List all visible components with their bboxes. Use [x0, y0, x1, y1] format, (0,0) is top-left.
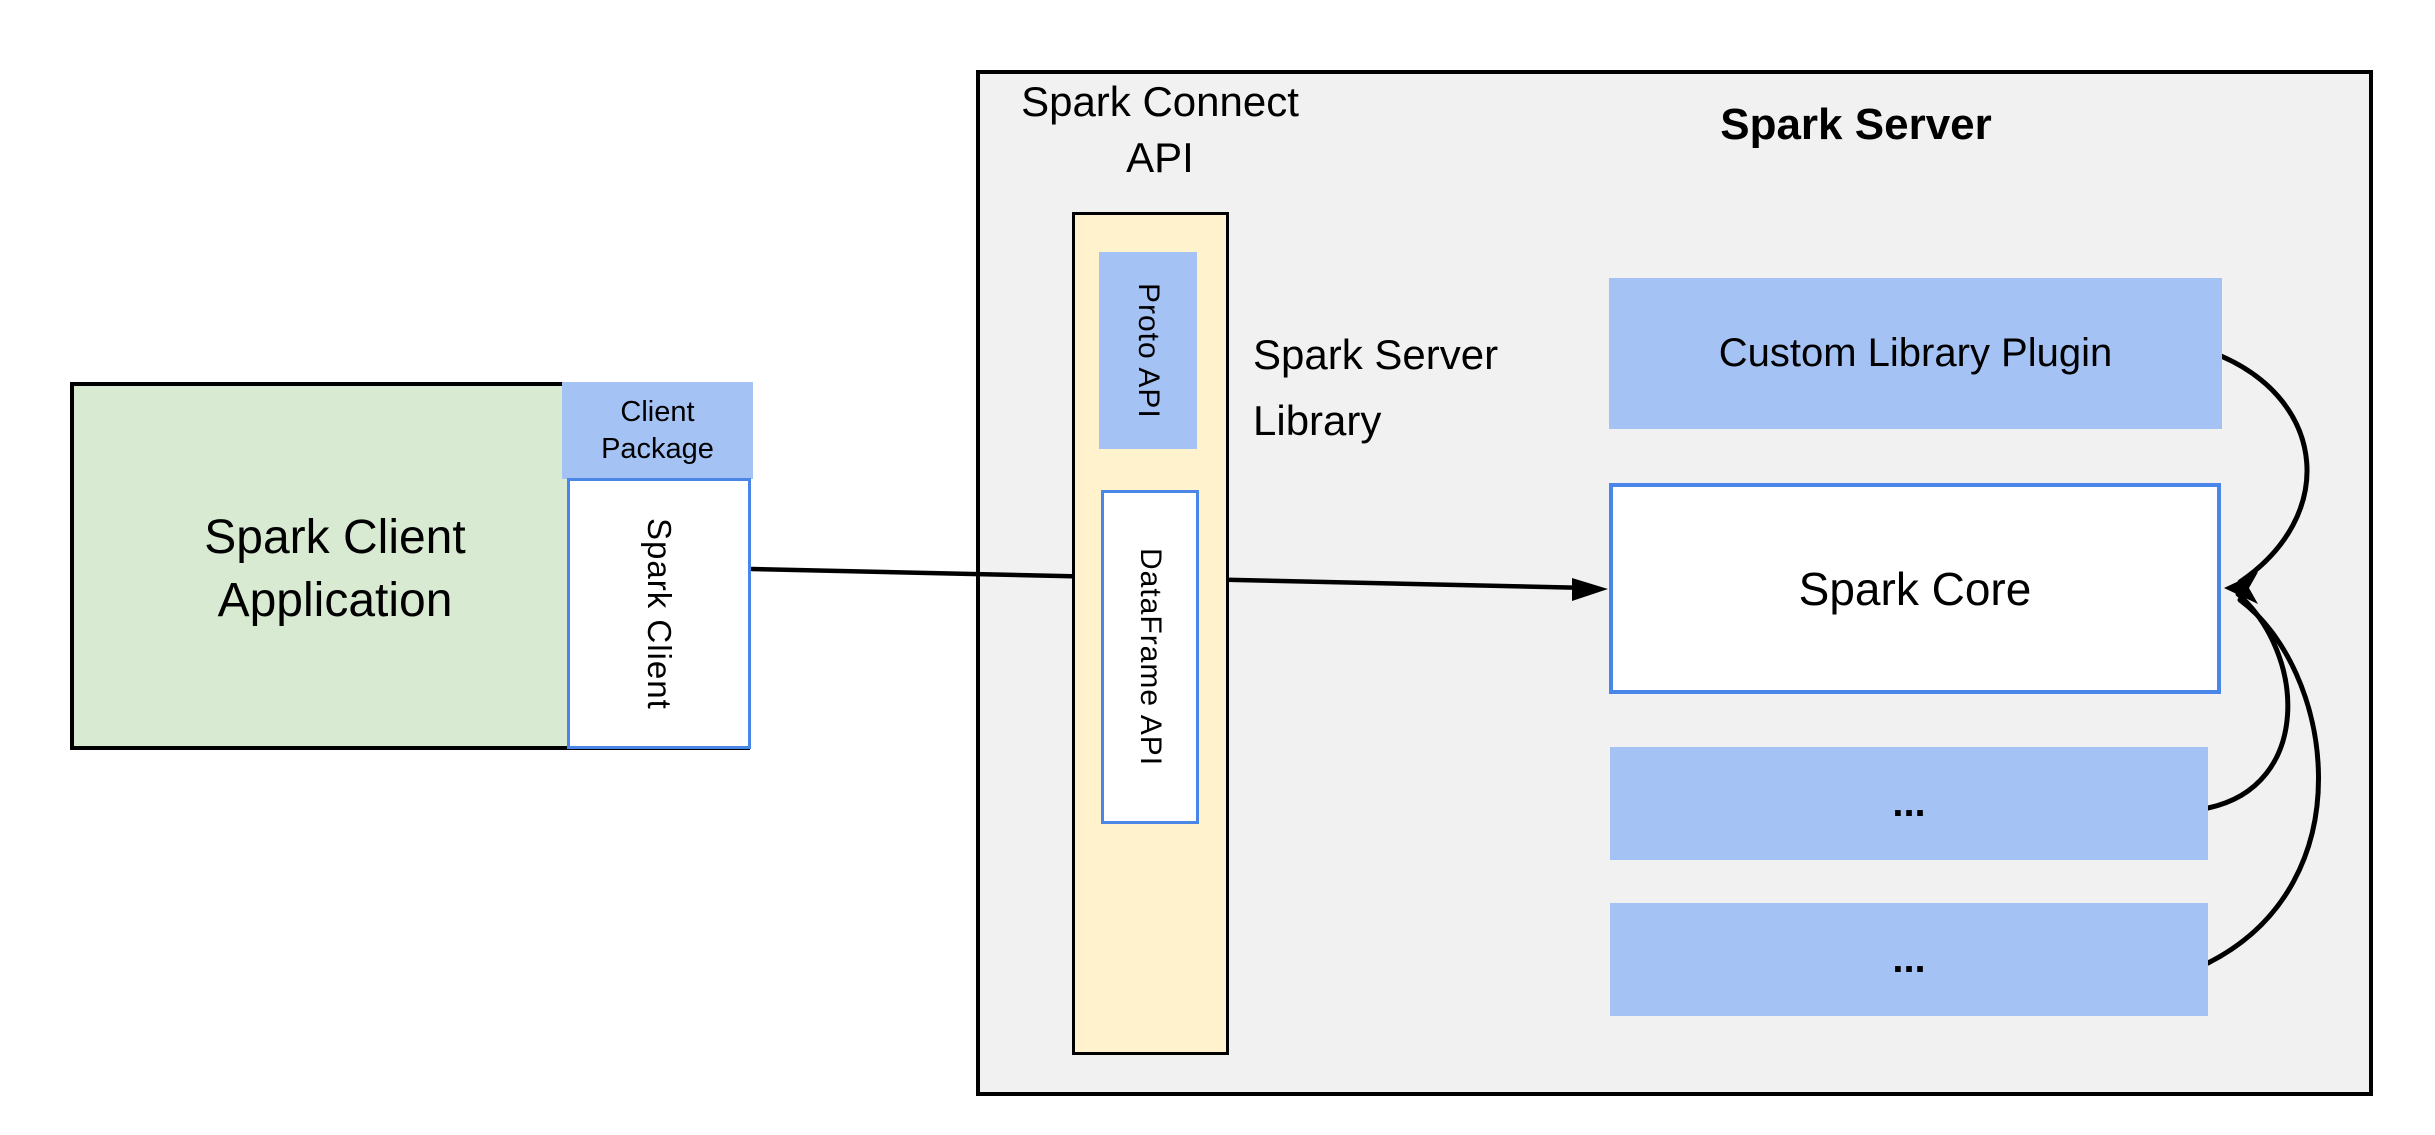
spark-server-library-label: Spark Server Library [1253, 331, 1499, 444]
proto-api-label: Proto API [1132, 282, 1165, 419]
spark-client-application-label: Spark Client Application [204, 511, 466, 627]
client-package-box: Client Package [562, 382, 753, 479]
spark-client-box: Spark Client [567, 478, 751, 749]
spark-connect-api-title: Spark Connect API [1021, 78, 1299, 181]
proto-api-box: Proto API [1099, 252, 1197, 449]
spark-client-label: Spark Client [641, 517, 678, 710]
spark-server-title: Spark Server [1720, 100, 1992, 149]
dataframe-api-label: DataFrame API [1134, 547, 1167, 767]
spark-core-box: Spark Core [1609, 483, 2221, 694]
custom-library-plugin-box: Custom Library Plugin [1609, 278, 2222, 429]
extension-placeholder-box-1: ... [1610, 747, 2208, 860]
extension-placeholder-box-2: ... [1610, 903, 2208, 1016]
dataframe-api-box: DataFrame API [1101, 490, 1199, 824]
